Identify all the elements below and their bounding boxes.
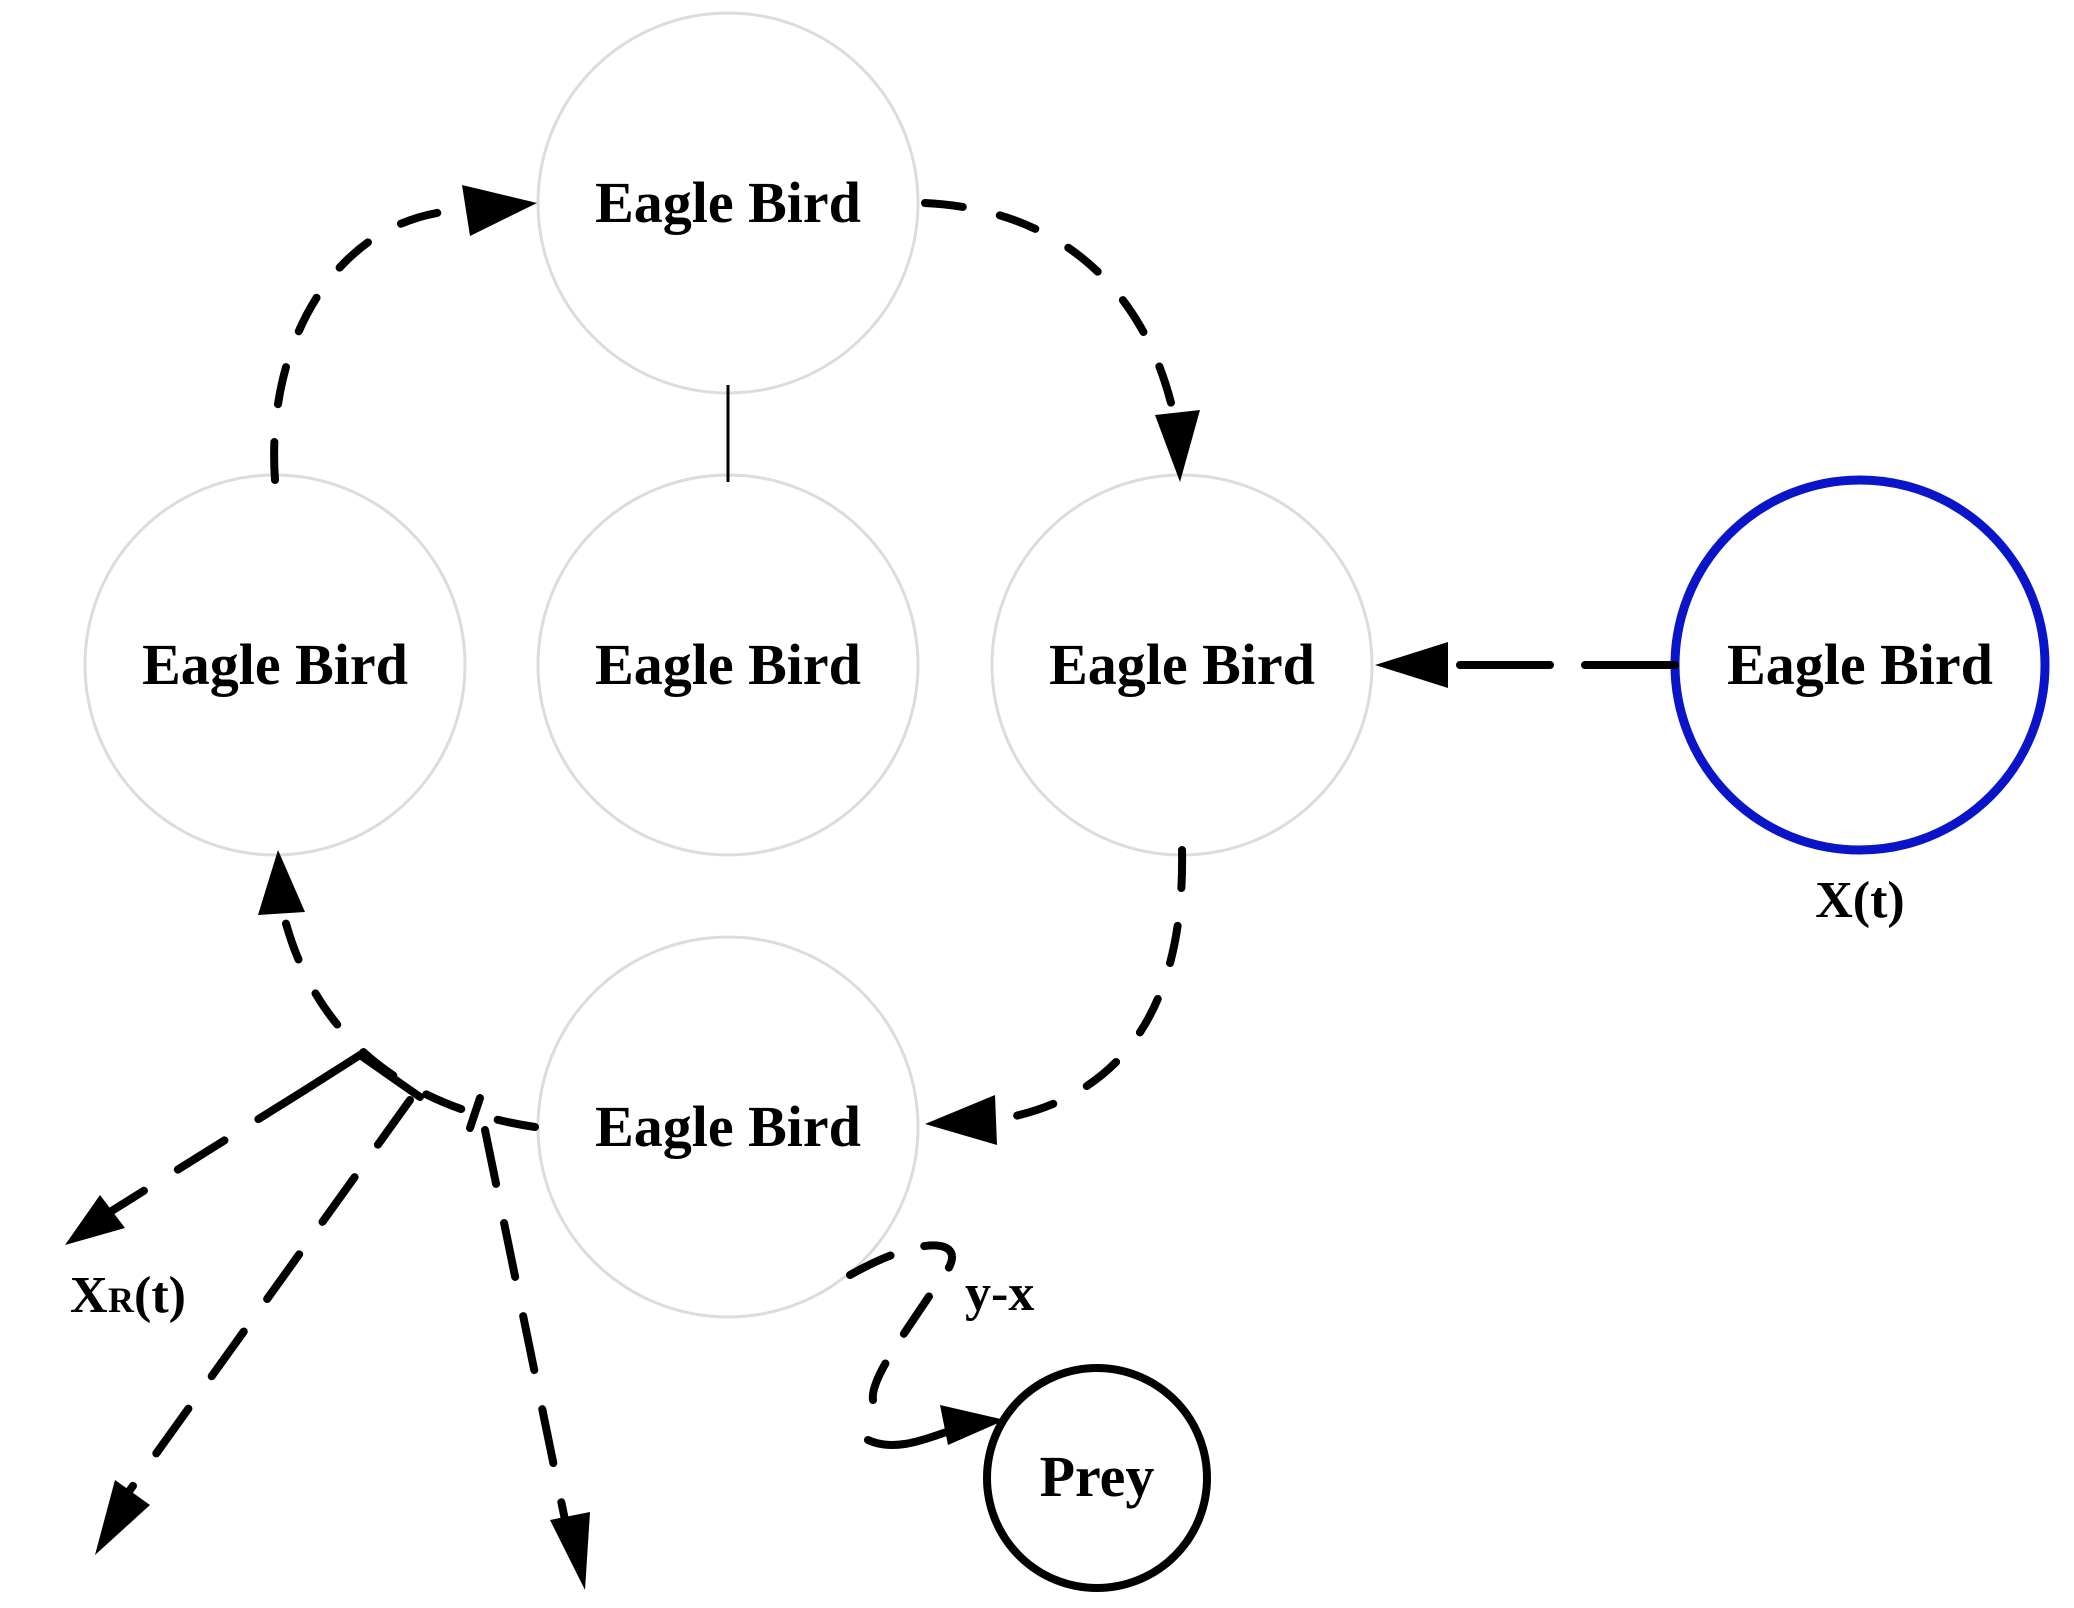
node-left: Eagle Bird bbox=[83, 473, 467, 857]
node-bottom-label: Eagle Bird bbox=[595, 1094, 861, 1159]
node-prey: Prey bbox=[983, 1364, 1211, 1592]
ray-to-xr bbox=[106, 1086, 309, 1216]
node-right: Eagle Bird bbox=[990, 473, 1374, 857]
node-top-label: Eagle Bird bbox=[595, 170, 861, 235]
node-center-label: Eagle Bird bbox=[595, 632, 861, 697]
arc-top-to-right bbox=[921, 199, 1179, 424]
arc-bottom-to-left bbox=[281, 916, 539, 1131]
node-top: Eagle Bird bbox=[536, 11, 920, 395]
branch-joint bbox=[301, 1050, 424, 1101]
node-right-label: Eagle Bird bbox=[1049, 632, 1315, 697]
node-current: Eagle Bird bbox=[1670, 475, 2050, 855]
label-direction: y-x bbox=[965, 1265, 1034, 1322]
arrowhead-ray-to-xr bbox=[65, 1195, 125, 1245]
ray-down bbox=[481, 1126, 569, 1524]
node-bottom: Eagle Bird bbox=[536, 935, 920, 1319]
arrowhead-current-to-right bbox=[1375, 642, 1448, 688]
branch-tick bbox=[466, 1094, 484, 1132]
arrowhead-bottom-to-left bbox=[258, 850, 305, 915]
label-random-position-sub: R bbox=[108, 1280, 135, 1320]
ray-down-left bbox=[126, 1096, 414, 1494]
node-left-label: Eagle Bird bbox=[142, 632, 408, 697]
label-random-position-main: X bbox=[70, 1267, 108, 1324]
node-center: Eagle Bird bbox=[536, 473, 920, 857]
node-current-label: Eagle Bird bbox=[1727, 632, 1993, 697]
arc-right-to-bottom bbox=[991, 846, 1187, 1124]
arrowhead-ray-down bbox=[550, 1512, 590, 1590]
arrowhead-to-prey bbox=[940, 1405, 1005, 1445]
node-prey-label: Prey bbox=[1040, 1444, 1155, 1509]
arrowhead-ray-down-left bbox=[95, 1480, 150, 1555]
curve-to-prey bbox=[846, 1241, 956, 1404]
label-random-position: X R (t) bbox=[70, 1267, 186, 1324]
arrowhead-top-to-right bbox=[1155, 410, 1200, 482]
arrowhead-right-to-bottom bbox=[925, 1095, 997, 1145]
label-current-position: X(t) bbox=[1815, 872, 1905, 929]
arrowhead-left-to-top bbox=[462, 185, 537, 236]
arc-left-to-top bbox=[270, 206, 474, 484]
label-random-position-suffix: (t) bbox=[134, 1267, 186, 1324]
